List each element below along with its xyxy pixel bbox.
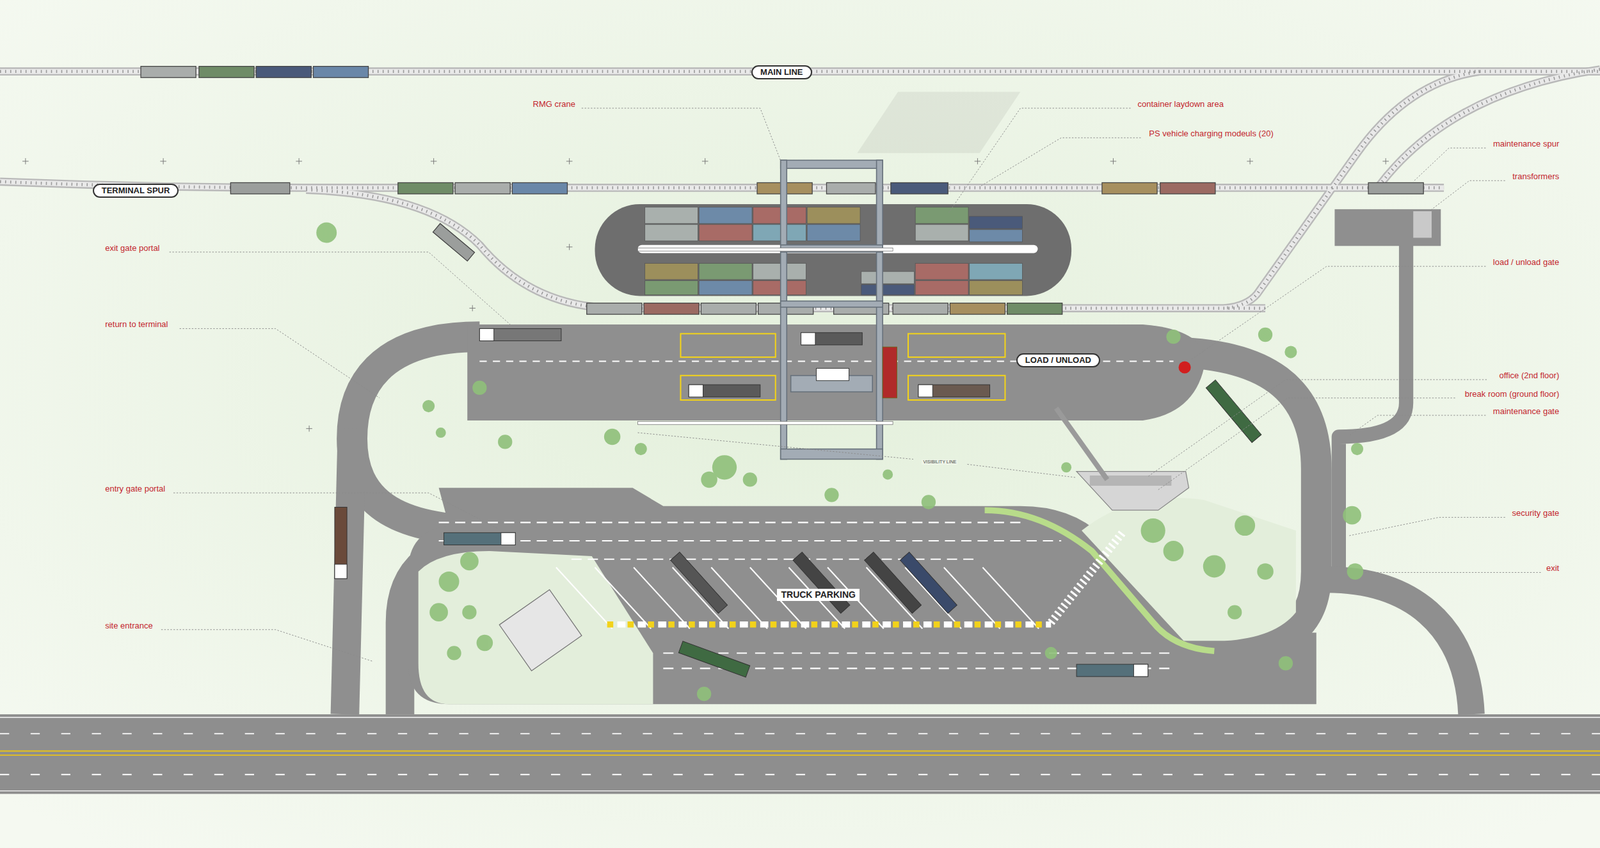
callout-label: exit — [1546, 563, 1560, 574]
callout-label: office (2nd floor) — [1499, 370, 1560, 381]
rail-tracks — [0, 69, 1600, 308]
callout-label: transformers — [1512, 171, 1560, 182]
load-road — [467, 324, 1204, 421]
note-label: VISIBILITY LINE — [921, 459, 958, 465]
leader-lines — [161, 108, 1542, 662]
track-label: MAIN LINE — [751, 65, 812, 80]
roads — [344, 234, 1472, 715]
callout-label: exit gate portal — [104, 243, 160, 254]
crosses — [22, 158, 1389, 432]
callout-label: maintenance spur — [1493, 138, 1560, 150]
callout-label: site entrance — [104, 620, 153, 632]
callout-label: RMG crane — [533, 99, 576, 110]
callout-label: container laydown area — [1137, 99, 1224, 110]
office-building — [1076, 471, 1189, 511]
callout-label: break room (ground floor) — [1464, 389, 1560, 400]
callout-label: security gate — [1512, 508, 1560, 519]
track-label: LOAD / UNLOAD — [1016, 353, 1101, 368]
callout-label: return to terminal — [104, 319, 168, 330]
track-label: TERMINAL SPUR — [92, 183, 180, 198]
callout-label: load / unload gate — [1493, 257, 1560, 268]
area-label: TRUCK PARKING — [776, 588, 859, 601]
trucks — [334, 328, 1262, 678]
highway — [0, 714, 1600, 794]
truck-parking — [408, 487, 1317, 704]
callout-label: PS vehicle charging modeuls (20) — [1148, 128, 1273, 139]
callout-label: maintenance gate — [1493, 406, 1560, 417]
transformers — [1413, 211, 1432, 238]
trees — [316, 222, 1364, 702]
gatehouse — [499, 589, 582, 671]
container-laydown — [595, 204, 1072, 296]
rmg-crane — [780, 160, 883, 459]
callout-label: entry gate portal — [104, 483, 166, 495]
